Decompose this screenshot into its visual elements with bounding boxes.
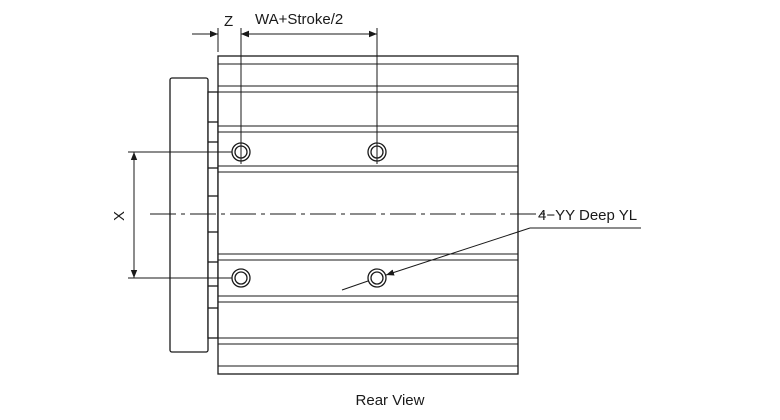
view-caption: Rear View <box>355 392 425 409</box>
body-grooves <box>218 63 518 367</box>
plate-neck <box>207 91 219 339</box>
extension-lines-top <box>217 28 378 164</box>
mounting-hole-bottom-right <box>367 268 387 288</box>
z-label: Z <box>224 13 233 30</box>
wa-stroke-label: WA+Stroke/2 <box>255 11 343 28</box>
x-label: X <box>111 211 128 221</box>
cylinder-body <box>217 55 519 375</box>
holes-callout-leader <box>341 227 641 291</box>
plate-neck-ribs <box>208 121 218 309</box>
x-dimension <box>128 151 232 279</box>
end-plate <box>169 77 209 353</box>
holes-callout-label: 4−YY Deep YL <box>538 207 637 224</box>
